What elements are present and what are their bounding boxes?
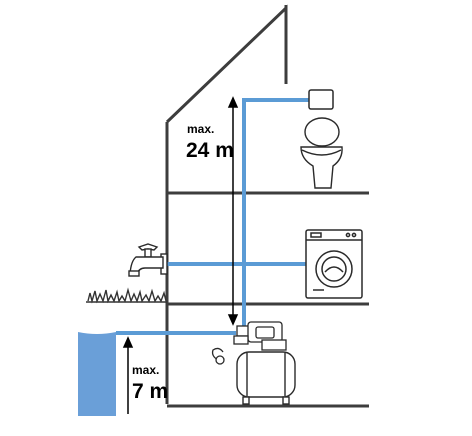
lower-max-label: max.	[132, 363, 159, 377]
garden-tap-icon	[128, 243, 168, 277]
washing-machine-icon	[305, 229, 363, 299]
cistern-icon	[308, 89, 334, 110]
lower-height-value: 7 m	[132, 380, 168, 403]
height-arrow-lower	[122, 336, 134, 414]
upper-height-value: 24 m	[186, 139, 234, 162]
upper-max-label: max.	[187, 122, 214, 136]
grass-icon	[86, 287, 167, 304]
toilet-icon	[300, 117, 343, 189]
water-well-icon	[78, 332, 116, 416]
pipes	[116, 98, 310, 335]
booster-pump-icon	[211, 321, 287, 365]
riser-pipe	[242, 98, 310, 326]
house-structure	[165, 4, 369, 408]
height-arrow-upper	[227, 96, 239, 326]
pressure-tank-icon	[236, 351, 296, 405]
